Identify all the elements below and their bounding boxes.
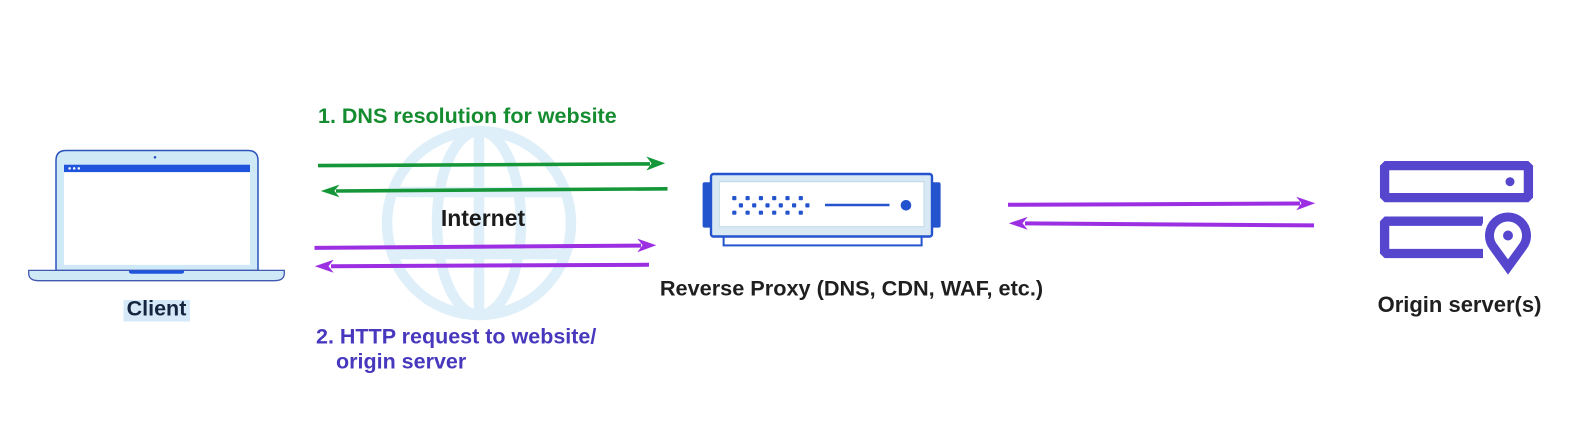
svg-text:Reverse Proxy (DNS, CDN, WAF,: Reverse Proxy (DNS, CDN, WAF, etc.) (660, 276, 1043, 301)
svg-text:Origin server(s): Origin server(s) (1378, 292, 1542, 317)
svg-text:Client: Client (127, 297, 187, 321)
svg-text:origin server: origin server (336, 350, 467, 374)
svg-text:1. DNS resolution for website: 1. DNS resolution for website (318, 104, 617, 128)
svg-text:Internet: Internet (441, 205, 526, 231)
svg-text:2. HTTP request to website/: 2. HTTP request to website/ (316, 325, 596, 349)
